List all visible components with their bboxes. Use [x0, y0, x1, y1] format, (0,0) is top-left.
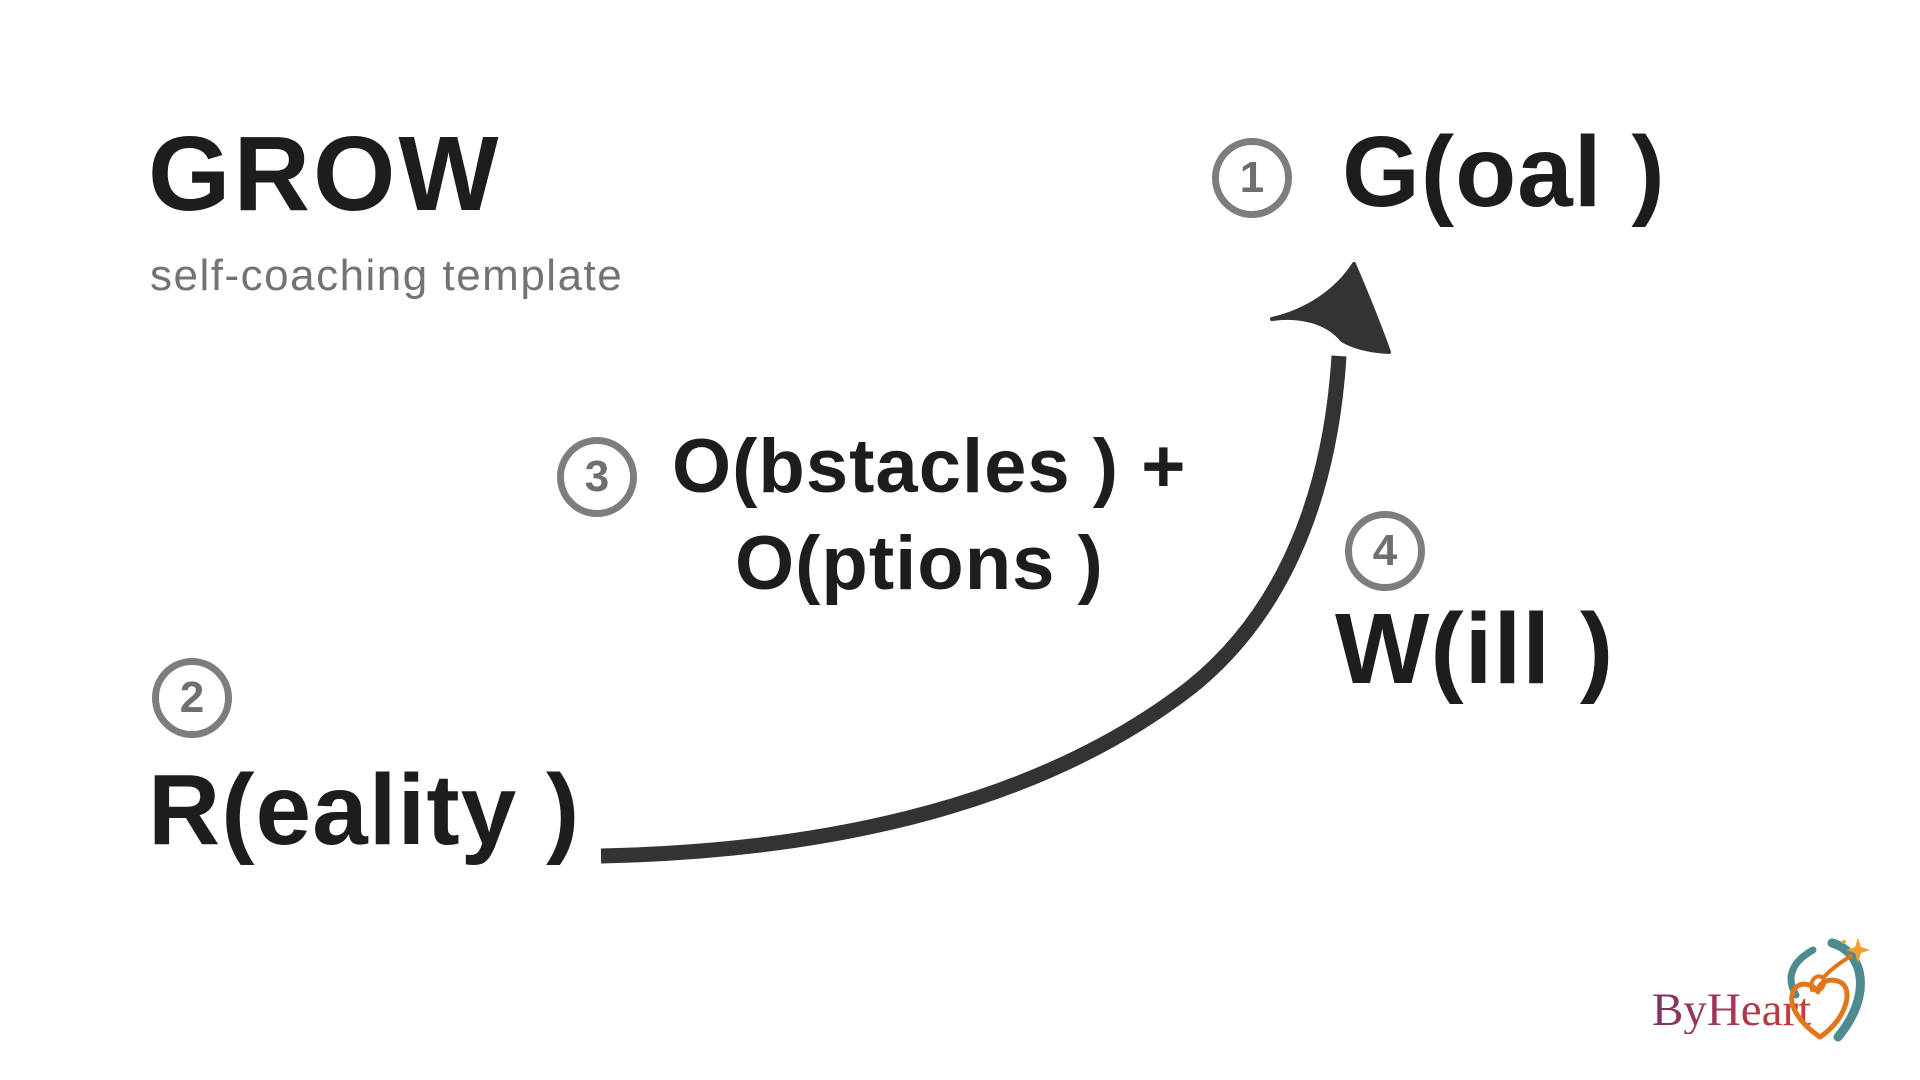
logo-heart-loop — [1809, 974, 1827, 993]
byheart-logo-text: ByHeart — [1652, 984, 1812, 1036]
byheart-logo: ByHeart — [1650, 935, 1890, 1060]
step-4-badge: 4 — [1345, 511, 1425, 591]
step-3-label-line2: O(ptions ) — [735, 521, 1104, 606]
step-4-number: 4 — [1372, 526, 1398, 575]
logo-heart-tail — [1821, 954, 1853, 980]
step-2-badge: 2 — [152, 658, 232, 738]
step-2-label: R(eality ) — [148, 754, 581, 866]
step-3-badge: 3 — [557, 437, 637, 517]
step-1-badge: 1 — [1212, 138, 1292, 218]
step-3-label-line1: O(bstacles ) + — [672, 424, 1187, 509]
step-3-number: 3 — [584, 452, 610, 501]
step-4-label: W(ill ) — [1335, 593, 1615, 705]
byheart-heart-icon — [1787, 938, 1870, 1042]
arrow-head-icon — [1270, 262, 1391, 354]
logo-star-icon — [1846, 938, 1870, 963]
logo-right-arc — [1827, 938, 1865, 1042]
step-2-number: 2 — [179, 673, 205, 722]
step-1-label: G(oal ) — [1342, 116, 1666, 228]
page-subtitle: self-coaching template — [150, 251, 624, 300]
step-1-number: 1 — [1239, 153, 1265, 202]
page-title: GROW — [148, 115, 502, 233]
logo-star-dot — [1842, 940, 1846, 944]
